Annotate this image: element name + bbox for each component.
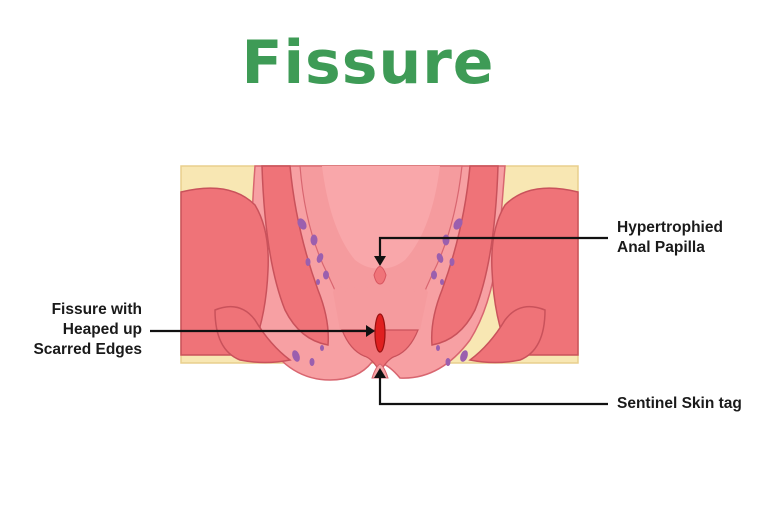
label-hypertrophied-anal-papilla: Hypertrophied Anal Papilla <box>617 218 723 258</box>
hypertrophied-papilla <box>373 266 387 285</box>
left-internal-sphincter <box>261 165 330 346</box>
skin-tag-leader <box>378 376 608 406</box>
label-skin-tag-line1: Sentinel Skin tag <box>617 395 742 412</box>
diagram-title: Fissure <box>241 28 495 98</box>
label-sentinel-skin-tag: Sentinel Skin tag <box>617 394 742 414</box>
anal-glands <box>292 218 468 366</box>
right-lower-muscle <box>468 305 546 364</box>
label-fissure-scarred-edges: Fissure with Heaped up Scarred Edges <box>14 300 142 360</box>
right-internal-sphincter <box>430 165 499 346</box>
skin-tag-arrowhead <box>374 368 386 378</box>
leader-lines <box>150 236 608 406</box>
label-papilla-line1: Hypertrophied <box>617 219 723 236</box>
label-fissure-line2: Heaped up <box>62 321 142 338</box>
label-papilla-line2: Anal Papilla <box>617 239 705 256</box>
fissure-arrowhead <box>366 325 375 337</box>
left-lower-muscle <box>214 305 292 364</box>
label-fissure-line3: Scarred Edges <box>33 341 142 358</box>
anal-papillae <box>333 268 428 330</box>
papilla-arrowhead <box>374 256 386 266</box>
arrowheads <box>366 256 386 378</box>
fissure <box>374 313 386 353</box>
label-fissure-line1: Fissure with <box>51 301 142 318</box>
papilla-leader <box>378 236 608 258</box>
mucosa-inner <box>322 166 440 269</box>
